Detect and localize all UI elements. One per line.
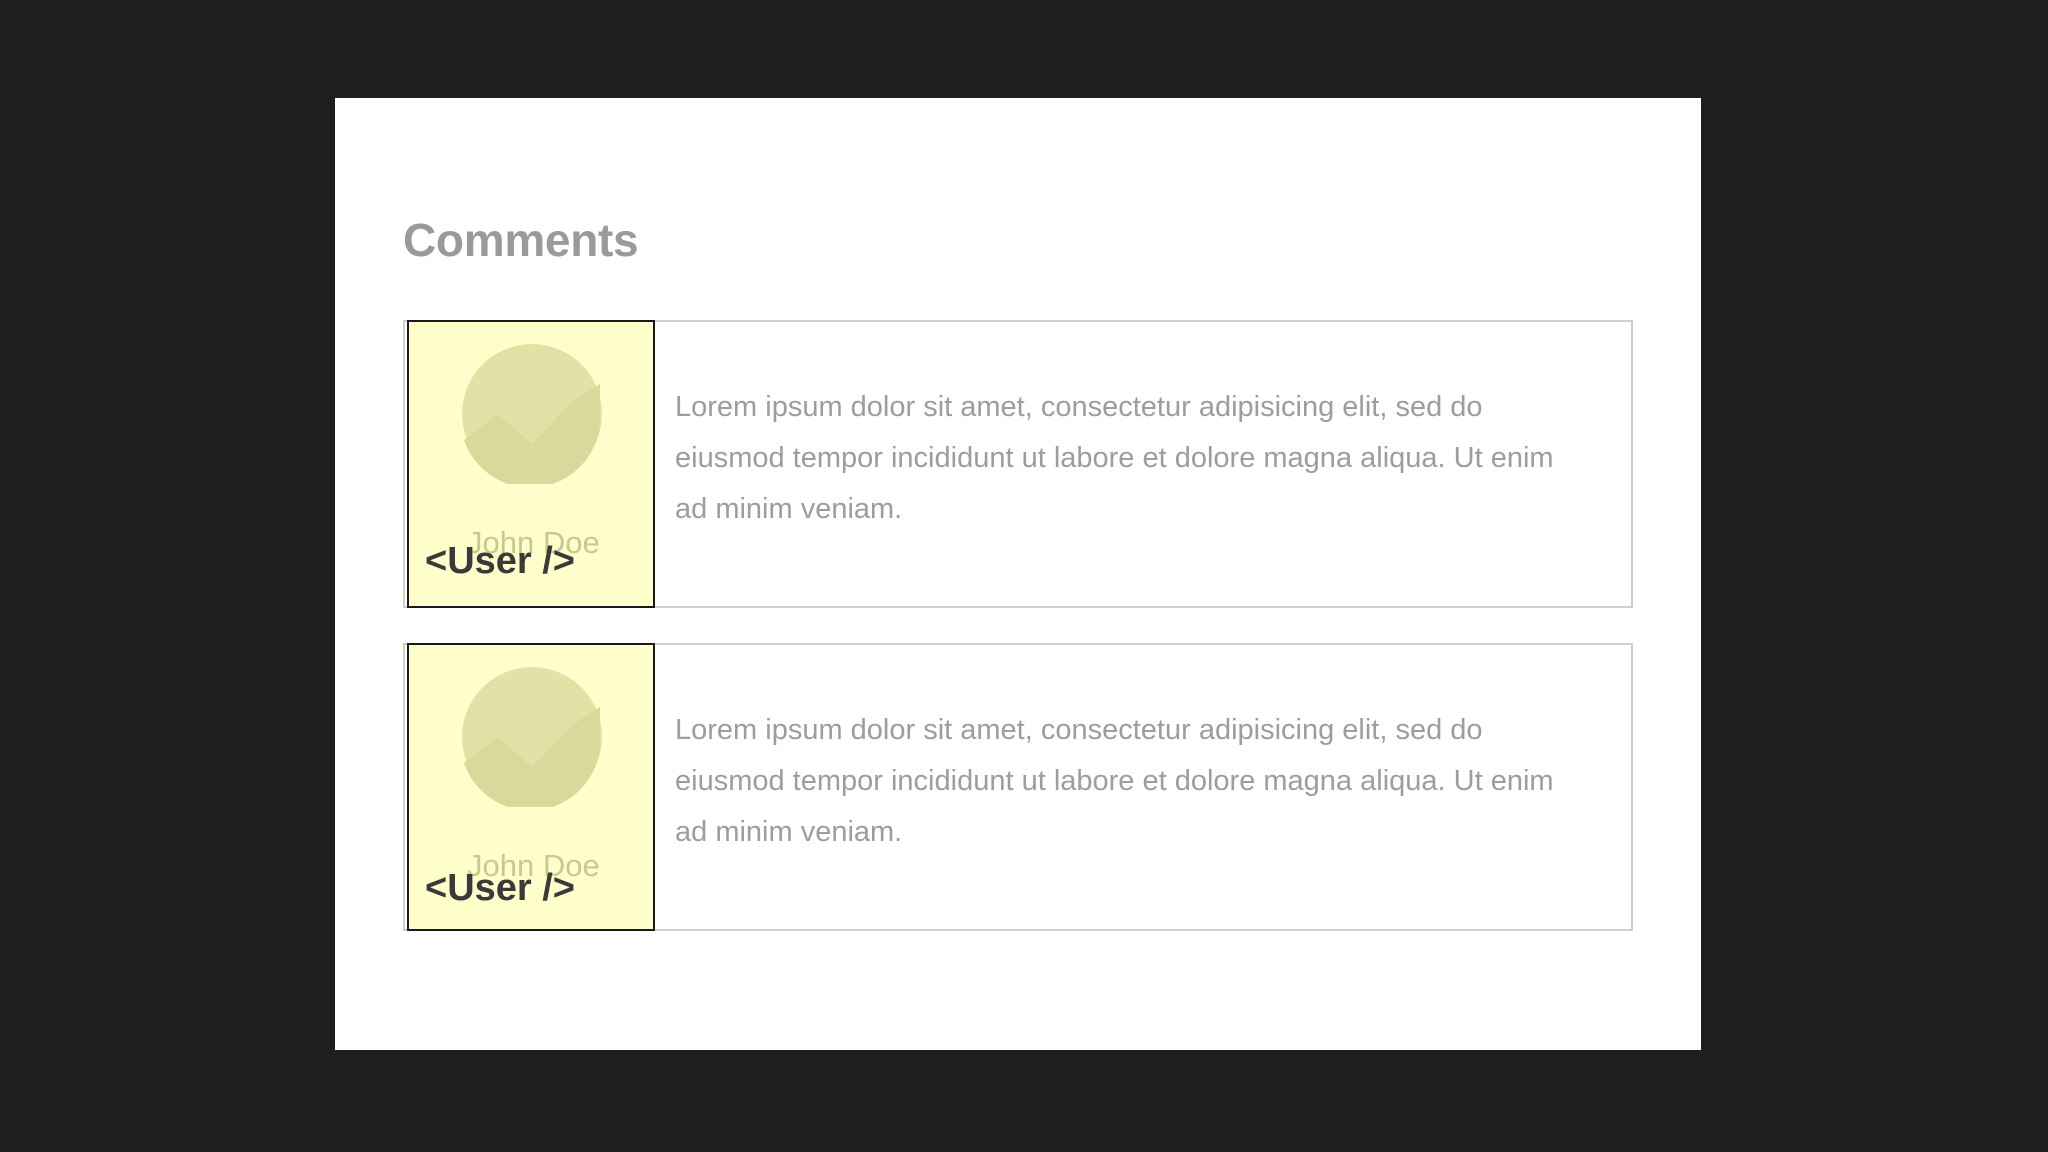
comment-text: Lorem ipsum dolor sit amet, consectetur … <box>675 714 1554 848</box>
comment-item: John Doe <User /> Lorem ipsum dolor sit … <box>403 643 1633 931</box>
user-component-box: John Doe <User /> <box>407 643 655 931</box>
page-title: Comments <box>403 214 639 266</box>
avatar-placeholder-icon <box>462 344 602 484</box>
user-component-label: <User /> <box>425 867 575 909</box>
comment-text: Lorem ipsum dolor sit amet, consectetur … <box>675 391 1554 525</box>
user-component-label: <User /> <box>425 540 575 582</box>
comments-card: Comments John Doe <User /> Lorem ipsum d… <box>335 98 1701 1050</box>
avatar-placeholder-icon <box>462 667 602 807</box>
comment-item: John Doe <User /> Lorem ipsum dolor sit … <box>403 320 1633 608</box>
user-name: John Doe <box>467 525 600 560</box>
user-component-box: John Doe <User /> <box>407 320 655 608</box>
user-name: John Doe <box>467 848 600 883</box>
